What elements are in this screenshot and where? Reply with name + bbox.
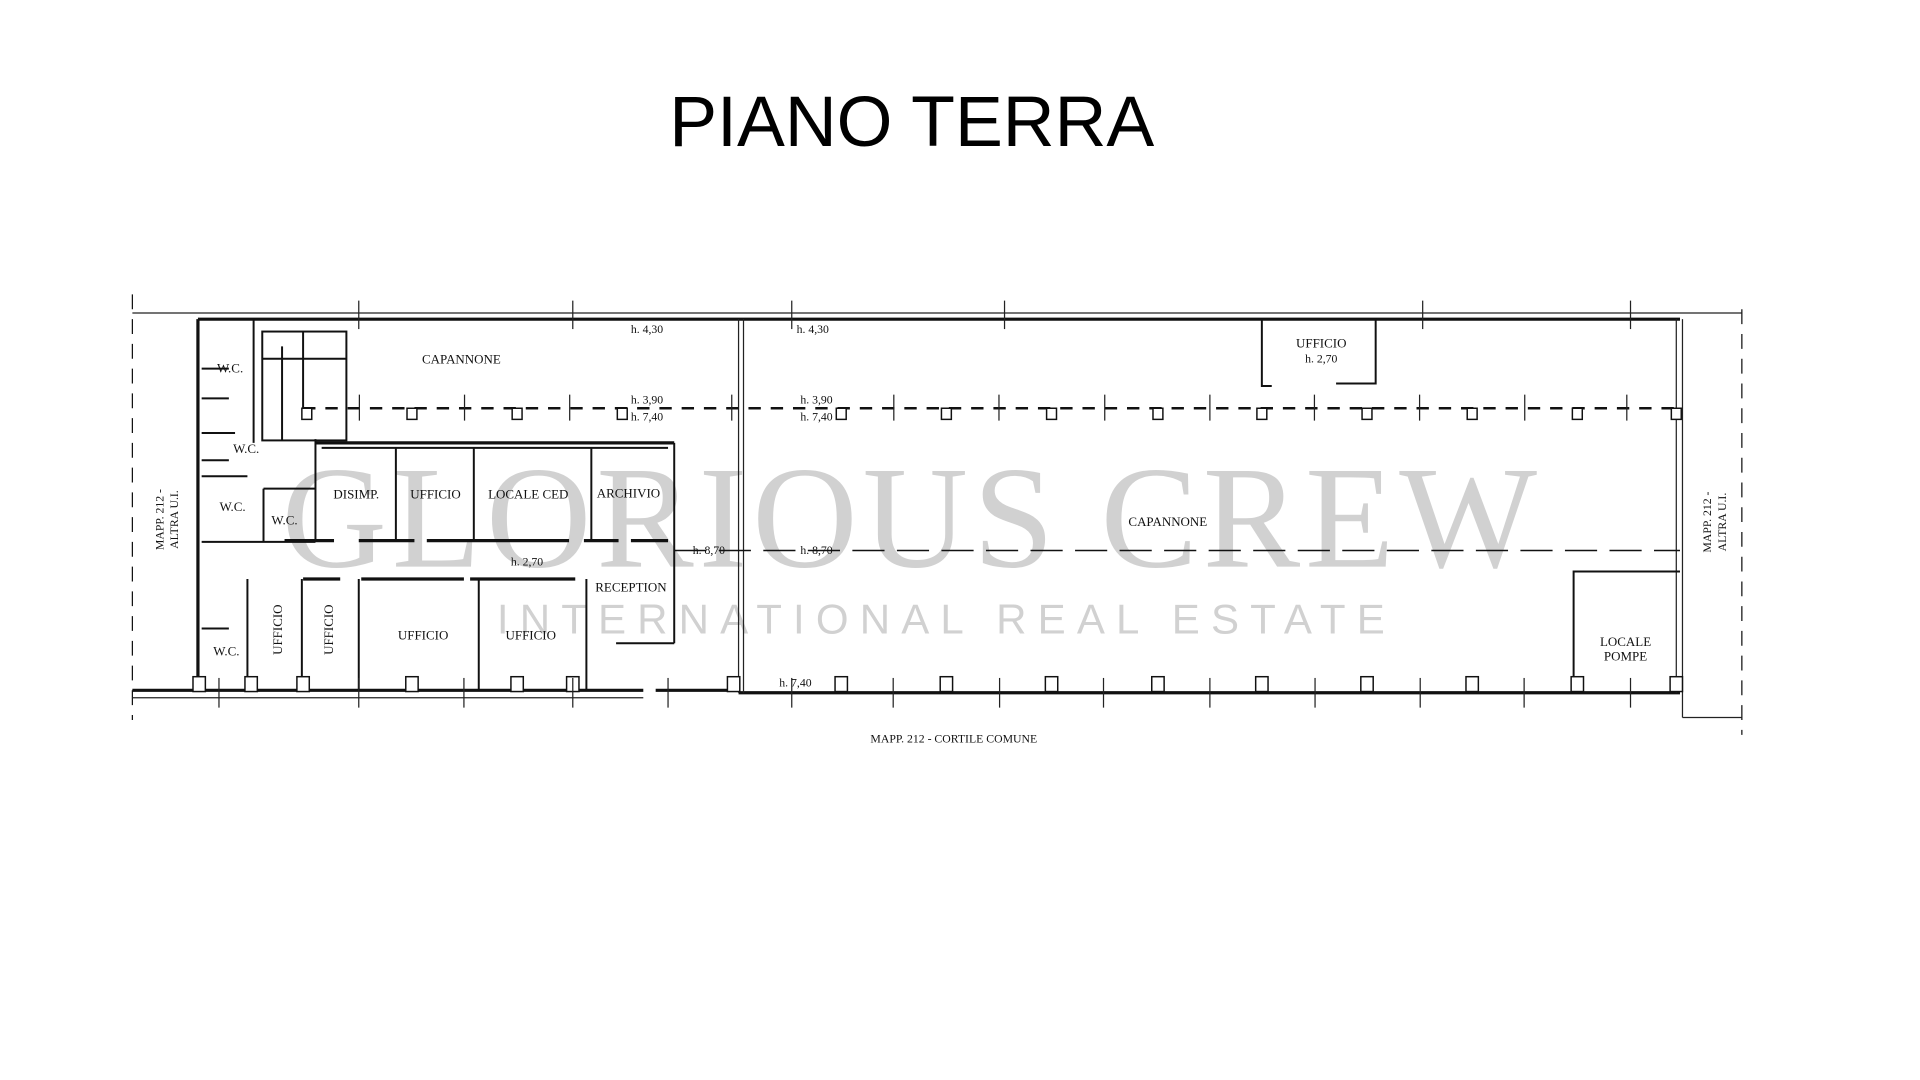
pillar — [1361, 407, 1373, 421]
room-label-ufficio: UFFICIO — [505, 628, 555, 643]
pillar — [1669, 675, 1684, 693]
height-labels: h. 4,30 h. 4,30 h. 3,90 h. 7,40 h. 3,90 … — [511, 323, 1338, 690]
bottom-boundary-label: MAPP. 212 - CORTILE COMUNE — [870, 732, 1037, 745]
room-label-ufficio: UFFICIO — [410, 487, 460, 502]
room-label-archivio: ARCHIVIO — [597, 485, 660, 500]
height-label: h. 4,30 — [797, 323, 829, 336]
room-label-locale-pompe: LOCALE — [1600, 634, 1651, 649]
room-label-wc: W.C. — [217, 360, 243, 375]
pillar — [726, 675, 741, 693]
pillar — [835, 407, 847, 421]
pillars — [192, 300, 1684, 708]
pillar — [1670, 407, 1682, 421]
height-label: h. 2,70 — [1305, 352, 1337, 365]
pillar — [1256, 407, 1268, 421]
height-label: h. 7,40 — [779, 677, 811, 690]
pillar — [511, 407, 523, 421]
watermark: GLORIOUS CREW INTERNATIONAL REAL ESTATE — [282, 437, 1542, 643]
room-label-wc: W.C. — [233, 441, 259, 456]
room-label-wc: W.C. — [219, 499, 245, 514]
room-label-locale-ced: LOCALE CED — [488, 487, 568, 502]
room-label-ufficio: UFFICIO — [398, 628, 448, 643]
pillar — [1254, 675, 1269, 693]
page-title: PIANO TERRA — [669, 82, 1154, 162]
right-boundary-label: ALTRA U.I. — [1716, 493, 1729, 552]
pillar — [1570, 675, 1585, 693]
boundary-labels: MAPP. 212 - ALTRA U.I. MAPP. 212 - ALTRA… — [153, 489, 1728, 745]
pillar — [1465, 675, 1480, 693]
pillar — [244, 675, 259, 693]
room-label-capannone: CAPANNONE — [1128, 514, 1207, 529]
room-label-wc: W.C. — [271, 513, 297, 528]
room-label-capannone: CAPANNONE — [422, 352, 501, 367]
pillar — [296, 675, 311, 693]
pillar — [192, 675, 207, 693]
room-label-ufficio: UFFICIO — [1296, 336, 1346, 351]
pillar — [1360, 675, 1374, 693]
left-boundary-label: MAPP. 212 - — [153, 489, 166, 550]
height-label: h. 8,70 — [800, 544, 832, 557]
pillar — [406, 407, 418, 421]
pillar — [834, 675, 849, 693]
pillar — [1045, 407, 1058, 421]
height-label: h. 3,90 — [631, 393, 663, 406]
pillar — [1466, 407, 1478, 421]
pillar — [1571, 407, 1584, 421]
room-label-reception: RECEPTION — [595, 579, 667, 594]
pillar — [939, 675, 954, 693]
pillar — [616, 407, 628, 421]
left-boundary-label: ALTRA U.I. — [168, 490, 181, 549]
height-label: h. 3,90 — [800, 393, 832, 406]
pillar — [1151, 675, 1165, 693]
height-label: h. 8,70 — [693, 544, 725, 557]
room-label-wc: W.C. — [213, 644, 239, 659]
room-label-ufficio: UFFICIO — [321, 604, 336, 654]
pillar — [301, 407, 313, 421]
pillar — [510, 675, 525, 693]
pillar — [405, 675, 419, 693]
height-label: h. 7,40 — [800, 411, 832, 424]
watermark-name: GLORIOUS CREW — [282, 437, 1542, 599]
pillar — [1044, 675, 1059, 693]
height-label: h. 2,70 — [511, 555, 543, 568]
room-label-disimp: DISIMP. — [333, 487, 379, 502]
right-boundary-label: MAPP. 212 - — [1701, 491, 1714, 552]
room-labels: W.C. W.C. W.C. W.C. W.C. CAPANNONE DISIM… — [213, 336, 1651, 664]
pillar — [940, 407, 953, 421]
height-label: h. 4,30 — [631, 323, 663, 336]
room-label-locale-pompe: POMPE — [1604, 649, 1647, 664]
height-label: h. 7,40 — [631, 411, 663, 424]
pillar — [1152, 407, 1164, 421]
watermark-tagline: INTERNATIONAL REAL ESTATE — [497, 595, 1396, 642]
room-label-ufficio: UFFICIO — [270, 604, 285, 654]
